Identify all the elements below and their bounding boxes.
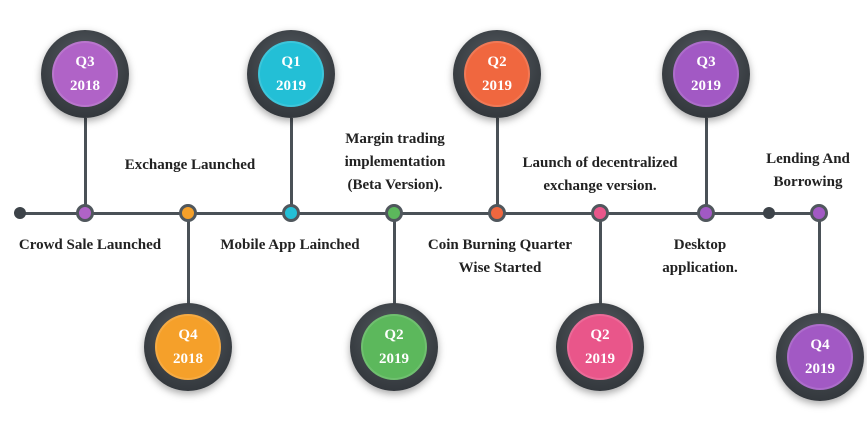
milestone-label: Desktop application. [662, 237, 738, 276]
milestone-label: Lending And Borrowing [766, 151, 850, 190]
badge-year: 2019 [482, 78, 512, 94]
milestone-badge: Q2 2019 [556, 303, 644, 391]
timeline-node [179, 204, 197, 222]
connector [290, 118, 293, 206]
connector [84, 118, 87, 206]
badge-year: 2019 [379, 351, 409, 367]
connector [599, 221, 602, 313]
milestone-badge: Q3 2018 [41, 30, 129, 118]
badge-face: Q4 2018 [155, 314, 221, 380]
badge-year: 2019 [805, 361, 835, 377]
milestone-badge: Q2 2019 [350, 303, 438, 391]
badge-face: Q4 2019 [787, 324, 853, 390]
badge-quarter: Q3 [75, 54, 95, 70]
badge-year: 2019 [276, 78, 306, 94]
milestone-badge: Q2 2019 [453, 30, 541, 118]
badge-face: Q3 2018 [52, 41, 118, 107]
milestone-label: Coin Burning Quarter Wise Started [427, 237, 573, 276]
timeline-node [282, 204, 300, 222]
milestone-badge: Q4 2019 [776, 313, 864, 401]
badge-quarter: Q2 [590, 327, 610, 343]
badge-year: 2018 [70, 78, 100, 94]
timeline-node [697, 204, 715, 222]
badge-quarter: Q4 [810, 337, 830, 353]
badge-quarter: Q2 [384, 327, 404, 343]
timeline-start-dot [14, 207, 26, 219]
timeline-node [810, 204, 828, 222]
milestone-label: Launch of decentralized exchange version… [522, 155, 678, 194]
timeline-node [385, 204, 403, 222]
milestone-label: Exchange Launched [124, 157, 256, 173]
milestone-badge: Q4 2018 [144, 303, 232, 391]
timeline-line [20, 212, 820, 215]
timeline-node [76, 204, 94, 222]
milestone-badge: Q3 2019 [662, 30, 750, 118]
badge-quarter: Q1 [281, 54, 301, 70]
badge-quarter: Q3 [696, 54, 716, 70]
badge-year: 2019 [691, 78, 721, 94]
milestone-label: Margin trading implementation (Beta Vers… [344, 131, 446, 193]
timeline-mid-dot [763, 207, 775, 219]
milestone-badge: Q1 2019 [247, 30, 335, 118]
connector [496, 118, 499, 206]
badge-quarter: Q4 [178, 327, 198, 343]
milestone-label: Mobile App Lainched [220, 237, 360, 253]
connector [187, 221, 190, 313]
badge-face: Q1 2019 [258, 41, 324, 107]
badge-face: Q2 2019 [361, 314, 427, 380]
badge-face: Q3 2019 [673, 41, 739, 107]
badge-face: Q2 2019 [567, 314, 633, 380]
badge-year: 2018 [173, 351, 203, 367]
badge-year: 2019 [585, 351, 615, 367]
connector [393, 221, 396, 313]
milestone-label: Crowd Sale Launched [18, 237, 162, 253]
connector [705, 118, 708, 206]
timeline-node [488, 204, 506, 222]
badge-quarter: Q2 [487, 54, 507, 70]
connector [818, 221, 821, 313]
timeline-node [591, 204, 609, 222]
badge-face: Q2 2019 [464, 41, 530, 107]
